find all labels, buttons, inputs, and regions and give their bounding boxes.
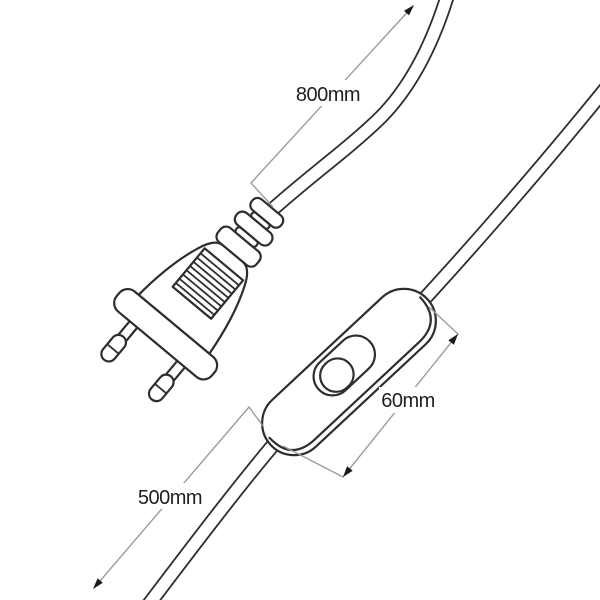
dimension-label-60mm: 60mm bbox=[381, 390, 435, 412]
dimension-label-backdrop bbox=[379, 387, 437, 413]
arrowhead-up-right bbox=[404, 5, 414, 16]
dimension-label-backdrop bbox=[135, 483, 205, 509]
inline-switch bbox=[261, 287, 437, 457]
cable-from-plug-to-supply bbox=[255, 0, 454, 226]
dimension-500mm: 500mm bbox=[93, 405, 264, 589]
plug-grip-ribs bbox=[171, 247, 245, 320]
dimension-label-500mm: 500mm bbox=[138, 487, 202, 509]
dimension-label-backdrop bbox=[294, 80, 362, 106]
switch-rocker-button bbox=[319, 357, 355, 393]
arrowhead-up-right bbox=[448, 334, 458, 345]
dimension-label-800mm: 800mm bbox=[296, 84, 360, 106]
eu-plug bbox=[100, 196, 285, 403]
plug-strain-relief bbox=[215, 196, 285, 268]
cable-from-switch-lower bbox=[142, 432, 286, 600]
arrowhead-down-left bbox=[93, 578, 103, 589]
dimension-800mm: 800mm bbox=[250, 5, 414, 208]
arrowhead-down-left bbox=[343, 466, 353, 477]
cable-from-switch-upper bbox=[410, 83, 600, 314]
switch-body-rim bbox=[268, 296, 432, 452]
dimension-60mm: 60mm bbox=[282, 306, 459, 478]
plug-flange bbox=[113, 287, 219, 381]
